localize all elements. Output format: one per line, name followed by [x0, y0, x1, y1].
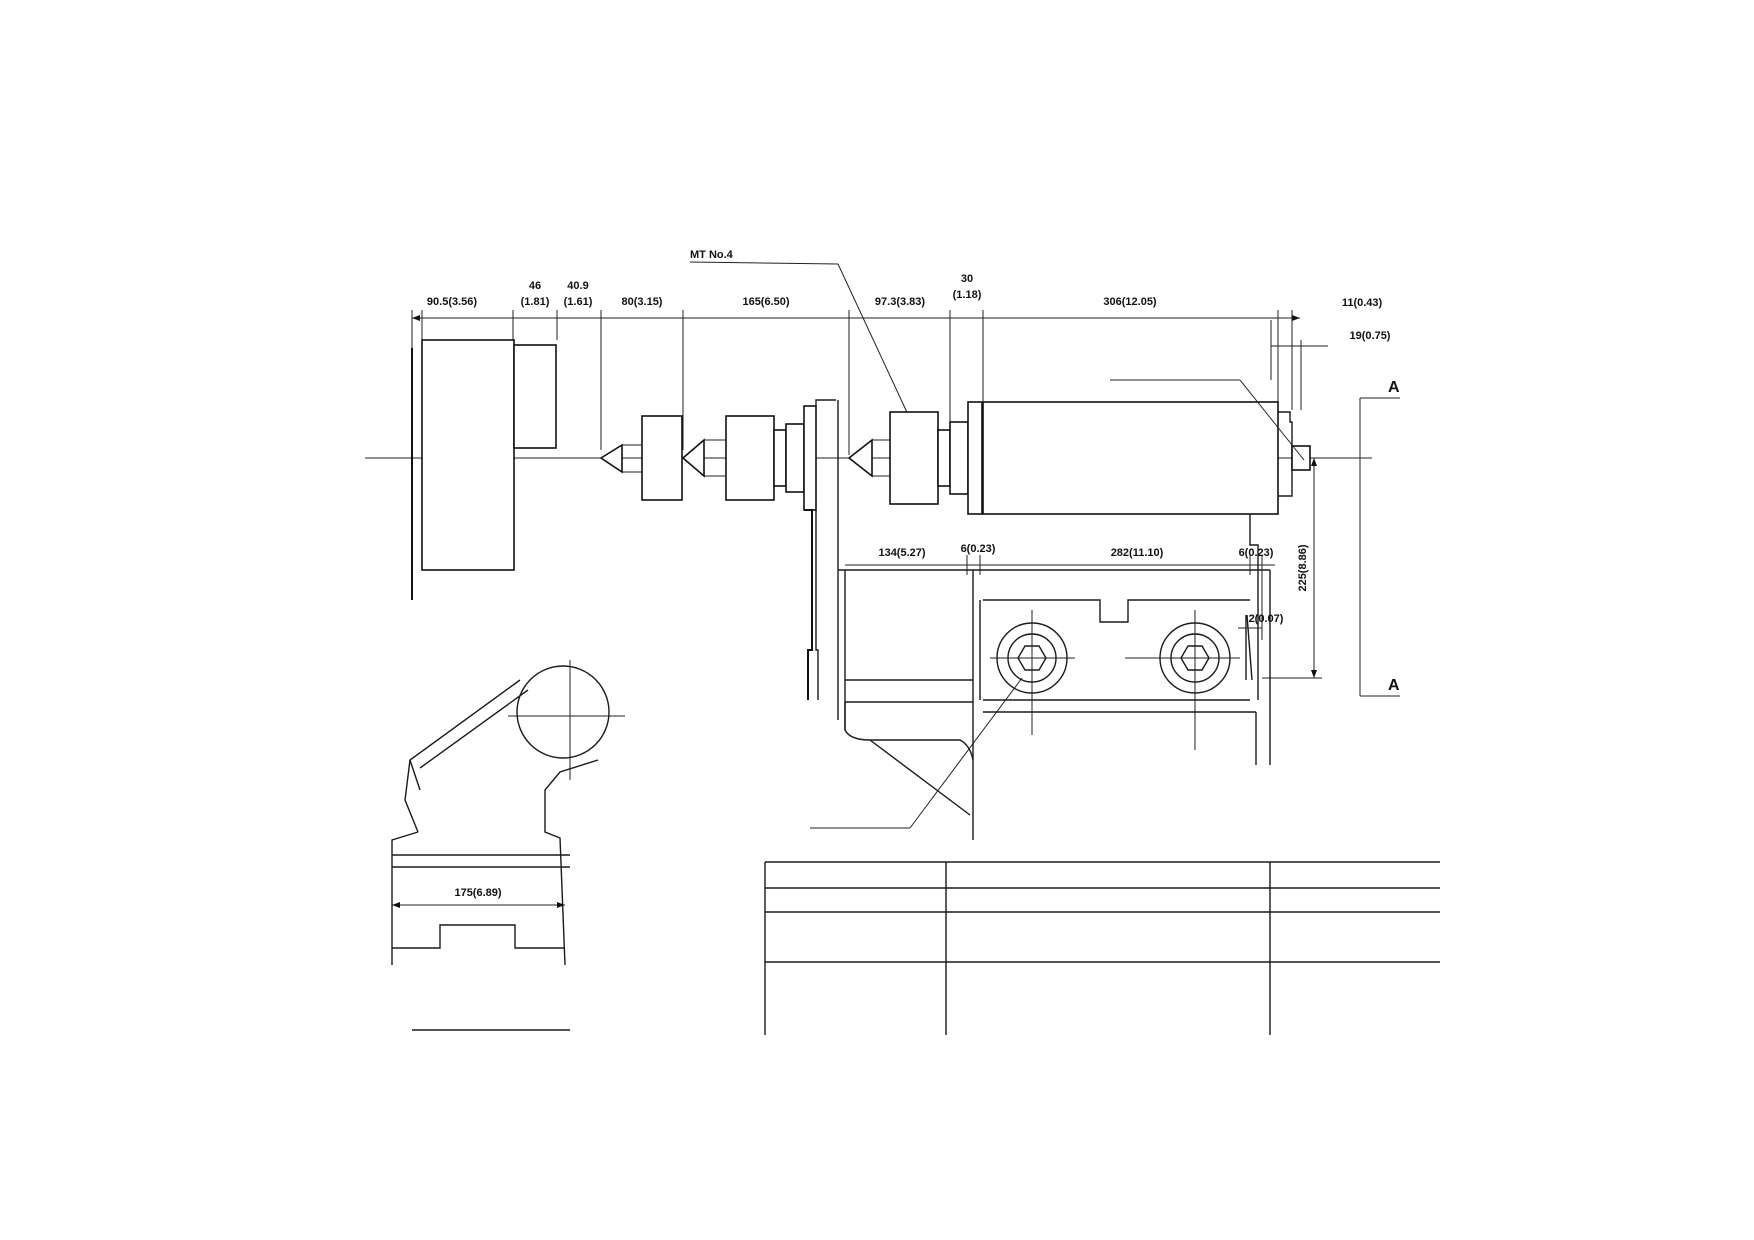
leader-mt-no4	[689, 261, 919, 437]
label-mt-no4: MT No.4	[690, 249, 734, 261]
dim-30-mm: 30	[961, 273, 973, 285]
section-line-a-a	[1359, 397, 1400, 697]
dim-2: 2(0.07)	[1249, 613, 1284, 625]
dim-40-9-in: (1.61)	[564, 296, 593, 308]
tailstock-center	[681, 399, 836, 511]
dim-282: 282(11.10)	[1111, 547, 1164, 559]
title-block	[764, 861, 1440, 1035]
dividing-head-spindle	[411, 339, 557, 600]
base-block	[810, 569, 1271, 840]
dim-6-left: 6(0.23)	[961, 543, 996, 555]
height-dimension	[1262, 458, 1322, 679]
live-center	[599, 415, 683, 501]
dim-40-9-mm: 40.9	[567, 280, 588, 292]
morse-taper-center	[847, 401, 983, 515]
dim-306: 306(12.05)	[1103, 296, 1157, 308]
dim-165: 165(6.50)	[742, 296, 789, 308]
dim-46-mm: 46	[529, 280, 541, 292]
dim-11: 11(0.43)	[1342, 297, 1383, 309]
side-view	[391, 660, 625, 1031]
section-label-a-bottom: A	[1388, 677, 1400, 694]
hex-bolt-right	[1125, 610, 1240, 750]
dim-19: 19(0.75)	[1350, 330, 1391, 342]
dim-6-right: 6(0.23)	[1239, 547, 1274, 559]
dim-80: 80(3.15)	[622, 296, 663, 308]
dim-134: 134(5.27)	[878, 547, 925, 559]
hex-bolt-left	[990, 610, 1075, 735]
dim-225: 225(8.86)	[1297, 544, 1309, 591]
dim-175: 175(6.89)	[454, 887, 501, 899]
dim-90-5: 90.5(3.56)	[427, 296, 477, 308]
dim-97-3: 97.3(3.83)	[875, 296, 925, 308]
section-label-a-top: A	[1388, 379, 1400, 396]
base-dimension-chain	[845, 555, 1275, 640]
tailstock-housing	[982, 379, 1311, 700]
dim-46-in: (1.81)	[521, 296, 550, 308]
tailstock-body	[804, 400, 839, 720]
dim-30-in: (1.18)	[953, 289, 982, 301]
